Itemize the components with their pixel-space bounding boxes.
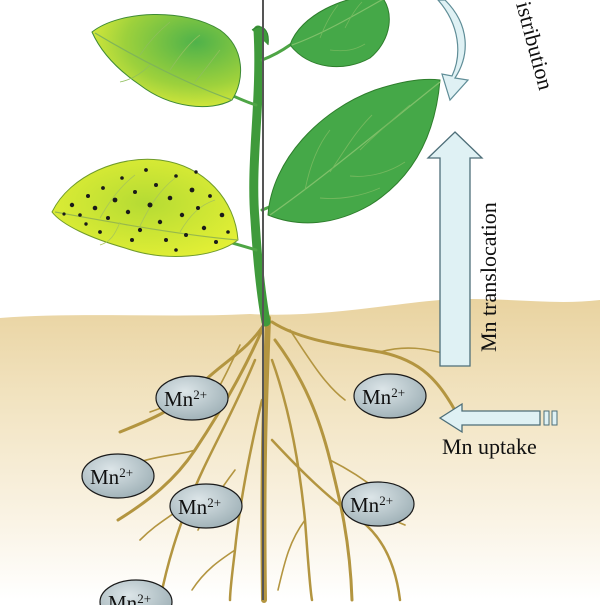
- leaf-upper-left: [91, 14, 242, 108]
- redistribution-label: istribution: [511, 0, 559, 93]
- svg-text:Mn2+: Mn2+: [108, 591, 151, 605]
- svg-text:Mn2+: Mn2+: [164, 387, 207, 411]
- uptake-arrow: [438, 402, 558, 434]
- uptake-label: Mn uptake: [442, 434, 537, 459]
- translocation-arrow: [426, 131, 484, 367]
- mn-ion: Mn2+: [341, 481, 415, 527]
- svg-text:Mn2+: Mn2+: [362, 385, 405, 409]
- leaf-right-large: [267, 78, 441, 224]
- leaf-spotted-chlorotic: [51, 158, 239, 257]
- redistribution-arrow: [437, 0, 470, 102]
- mn-ion: Mn2+: [99, 579, 173, 605]
- mn-ion: Mn2+: [169, 483, 243, 529]
- svg-text:Mn2+: Mn2+: [90, 465, 133, 489]
- svg-text:Mn2+: Mn2+: [350, 493, 393, 517]
- translocation-label: Mn translocation: [476, 202, 501, 352]
- mn-ion: Mn2+: [353, 373, 427, 419]
- leaf-upper-right: [289, 0, 390, 68]
- stem-left-branch: [251, 26, 269, 46]
- plant-stem: [249, 25, 271, 327]
- mn-ion: Mn2+: [155, 375, 229, 421]
- necrotic-spots: [62, 168, 230, 252]
- svg-text:Mn2+: Mn2+: [178, 495, 221, 519]
- soil-layer: [0, 299, 600, 600]
- mn-ion: Mn2+: [81, 453, 155, 499]
